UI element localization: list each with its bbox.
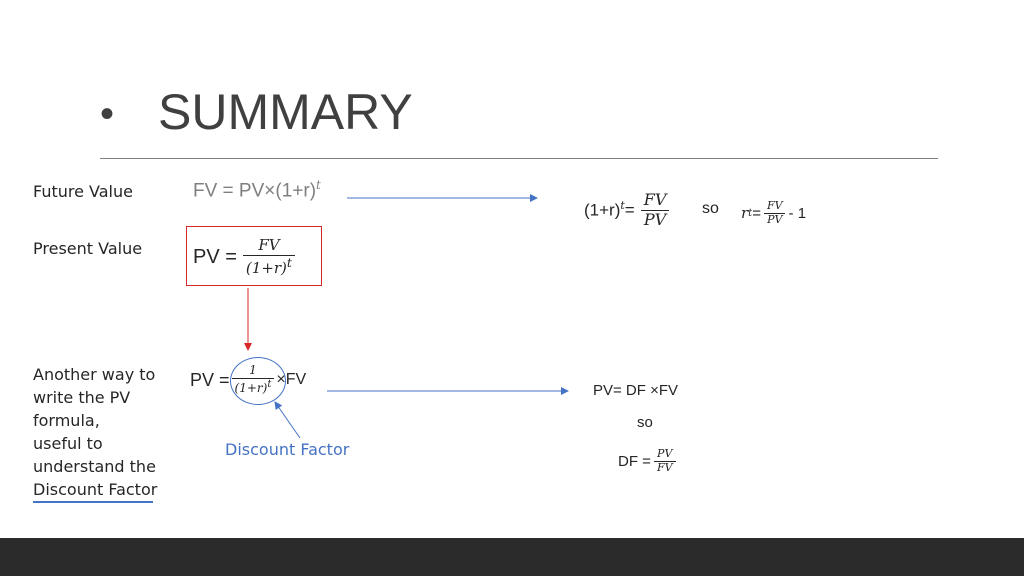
growth-numerator: FV (643, 190, 667, 210)
discount-factor-circle (230, 357, 286, 405)
label-another-way: Another way to write the PV formula, use… (33, 363, 157, 501)
rate-equals: = (752, 204, 761, 222)
fv-formula-exponent: t (316, 178, 321, 192)
pv-formula-fraction: FV (1+r)t (242, 236, 295, 277)
df-fraction: PV FV (653, 446, 676, 475)
rate-base: r (741, 204, 749, 222)
slide-title: SUMMARY (158, 84, 413, 140)
footer-bar (0, 538, 1024, 576)
rate-denominator: PV (764, 212, 786, 227)
rate-exponent: t (748, 207, 753, 219)
growth-equals: = (624, 200, 635, 220)
label-line: formula, (33, 411, 100, 430)
discount-factor-underline (33, 501, 153, 503)
pv-formula-den-base: (1+r) (245, 258, 287, 277)
so-label-2: so (637, 414, 653, 431)
growth-lhs-base: (1+r) (584, 200, 621, 220)
pv-df-lhs: PV = (190, 369, 230, 390)
title-divider (100, 158, 938, 159)
label-line: write the PV (33, 388, 131, 407)
pv-formula-box (186, 226, 322, 286)
pv-formula-numerator: FV (258, 236, 280, 255)
df-formula: DF = PV FV (618, 441, 676, 481)
label-future-value: Future Value (33, 182, 133, 201)
growth-fraction: FV PV (640, 190, 670, 229)
pv-formula-lhs: PV = (193, 245, 237, 268)
label-line: understand the (33, 457, 156, 476)
discount-factor-label: Discount Factor (225, 440, 350, 459)
label-present-value: Present Value (33, 239, 143, 258)
label-line: useful to (33, 434, 103, 453)
rate-tail: - 1 (788, 204, 807, 222)
growth-lhs: (1+r)t= (584, 199, 635, 221)
label-line: Discount Factor (33, 480, 158, 499)
so-label: so (702, 200, 719, 217)
pv-formula-den-exponent: t (286, 254, 292, 270)
pv-equals-df-fv: PV= DF ×FV (593, 382, 679, 399)
pv-formula-denominator: (1+r)t (242, 254, 295, 277)
pv-formula: PV = FV (1+r)t (193, 232, 295, 282)
growth-lhs-exponent: t (620, 199, 625, 213)
rate-fraction: FV PV (764, 198, 786, 227)
growth-formula: (1+r)t= FV PV (584, 186, 670, 234)
df-lhs: DF = (618, 452, 651, 470)
arrow-label-to-circle (274, 401, 301, 439)
fv-formula: FV = PV×(1+r)t (193, 178, 321, 202)
growth-denominator: PV (640, 209, 670, 229)
rate-numerator: FV (766, 198, 783, 212)
label-line: Another way to (33, 365, 156, 384)
df-numerator: PV (657, 446, 673, 460)
fv-formula-text: FV = PV×(1+r) (193, 180, 317, 202)
df-denominator: FV (653, 460, 676, 475)
title-bullet: • (100, 92, 115, 136)
